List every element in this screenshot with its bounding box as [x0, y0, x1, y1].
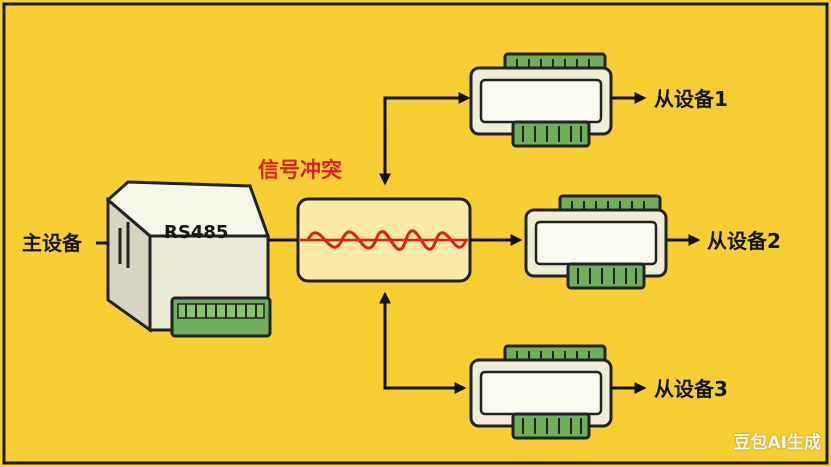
signal-conflict-box [296, 197, 472, 283]
rs485-converter-icon [105, 180, 272, 338]
watermark: 豆包AI生成 [733, 433, 821, 453]
rs485-chip-label: RS485 [164, 222, 229, 243]
slave-device-3-label: 从设备3 [654, 377, 728, 401]
arrow-to-slave-3 [379, 291, 467, 394]
arrow-to-slave-1 [379, 92, 471, 186]
slave-device-3-icon [469, 344, 613, 440]
slave-device-1-label: 从设备1 [654, 87, 728, 111]
slave-device-1-icon [469, 52, 613, 148]
slave-device-2-label: 从设备2 [707, 229, 781, 253]
slave-device-2-icon [524, 194, 668, 290]
signal-conflict-label: 信号冲突 [258, 158, 342, 182]
conflict-wave [306, 229, 468, 251]
master-device-label: 主设备 [22, 231, 82, 255]
